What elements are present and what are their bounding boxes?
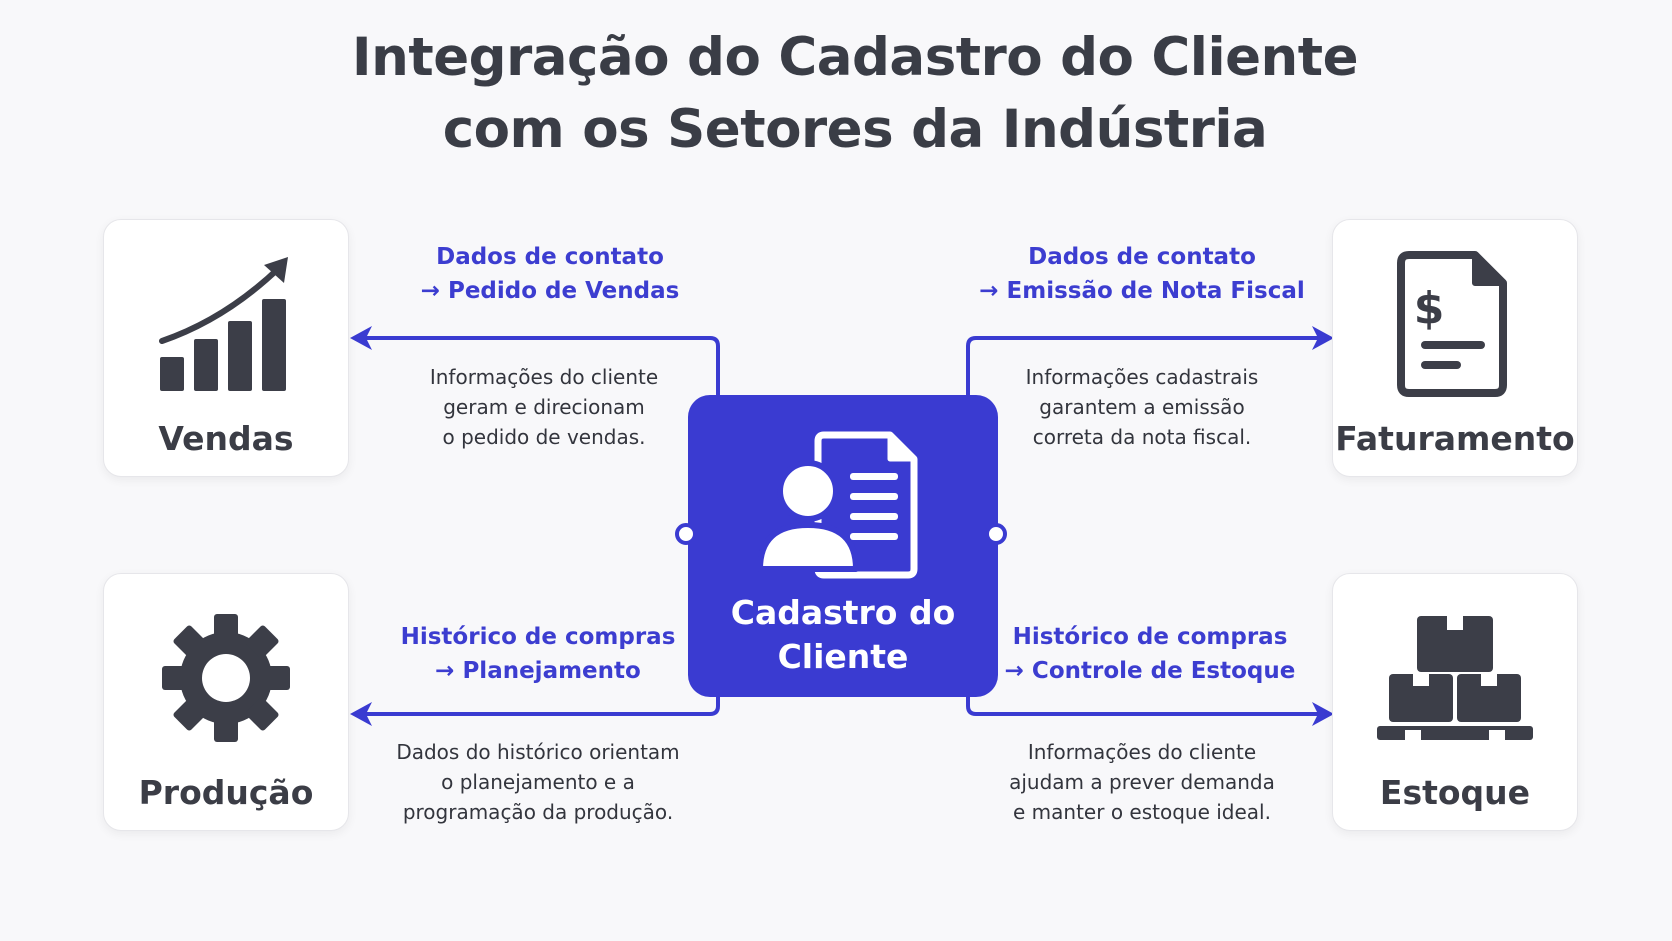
- page-title-line-2: com os Setores da Indústria: [442, 99, 1268, 160]
- flow-title-producao: Histórico de compras → Planejamento: [368, 620, 708, 688]
- arrow-to-estoque: [966, 695, 1324, 716]
- sector-label-producao: Produção: [138, 773, 314, 812]
- flow-desc-estoque: Informações do cliente ajudam a prever d…: [972, 737, 1312, 827]
- connector-dot-right: [985, 523, 1007, 545]
- flow-desc-faturamento-line-1: Informações cadastrais: [1025, 365, 1259, 389]
- flow-desc-vendas-line-1: Informações do cliente: [429, 365, 659, 389]
- arrowhead-producao: [350, 702, 372, 726]
- center-node-label: Cadastro do Cliente: [688, 591, 998, 679]
- flow-desc-producao-line-2: o planejamento e a: [441, 770, 635, 794]
- flow-desc-estoque-line-1: Informações do cliente: [1027, 740, 1257, 764]
- flow-title-faturamento: Dados de contato → Emissão de Nota Fisca…: [972, 240, 1312, 308]
- customer-document-icon: [757, 429, 928, 579]
- stacked-boxes-icon: [1333, 598, 1577, 758]
- center-node-cadastro: Cadastro do Cliente: [688, 395, 998, 697]
- flow-title-faturamento-line-2: → Emissão de Nota Fiscal: [979, 278, 1305, 304]
- invoice-dollar-icon: $: [1333, 244, 1577, 404]
- sector-card-faturamento: $ Faturamento: [1332, 219, 1578, 477]
- flow-title-vendas: Dados de contato → Pedido de Vendas: [380, 240, 720, 308]
- page-title: Integração do Cadastro do Cliente com os…: [0, 22, 1672, 166]
- arrow-to-producao: [360, 695, 720, 716]
- sector-card-producao: Produção: [103, 573, 349, 831]
- flow-title-vendas-line-1: Dados de contato: [436, 244, 664, 270]
- sector-label-estoque: Estoque: [1379, 773, 1531, 812]
- flow-title-vendas-line-2: → Pedido de Vendas: [420, 278, 680, 304]
- flow-title-estoque-line-1: Histórico de compras: [1012, 624, 1288, 650]
- sector-label-faturamento: Faturamento: [1335, 419, 1575, 458]
- flow-title-faturamento-line-1: Dados de contato: [1028, 244, 1256, 270]
- center-label-line-1: Cadastro do: [730, 593, 956, 632]
- flow-title-estoque: Histórico de compras → Controle de Estoq…: [980, 620, 1320, 688]
- flow-desc-faturamento: Informações cadastrais garantem a emissã…: [972, 362, 1312, 452]
- flow-desc-producao: Dados do histórico orientam o planejamen…: [368, 737, 708, 827]
- sector-label-vendas: Vendas: [158, 419, 294, 458]
- arrowhead-estoque: [1312, 702, 1334, 726]
- growth-bar-chart-icon: [104, 244, 348, 404]
- arrow-to-vendas: [360, 336, 720, 397]
- page-title-line-1: Integração do Cadastro do Cliente: [351, 27, 1359, 88]
- arrowhead-vendas: [350, 326, 372, 350]
- gear-icon: [104, 598, 348, 758]
- flow-desc-estoque-line-2: ajudam a prever demanda: [1009, 770, 1275, 794]
- flow-title-producao-line-1: Histórico de compras: [400, 624, 676, 650]
- flow-desc-vendas: Informações do cliente geram e direciona…: [374, 362, 714, 452]
- flow-title-producao-line-2: → Planejamento: [435, 658, 641, 684]
- center-label-line-2: Cliente: [777, 637, 909, 676]
- flow-desc-faturamento-line-2: garantem a emissão: [1039, 395, 1245, 419]
- flow-desc-producao-line-1: Dados do histórico orientam: [396, 740, 680, 764]
- sector-card-estoque: Estoque: [1332, 573, 1578, 831]
- flow-desc-producao-line-3: programação da produção.: [402, 800, 674, 824]
- flow-desc-vendas-line-3: o pedido de vendas.: [442, 425, 646, 449]
- flow-title-estoque-line-2: → Controle de Estoque: [1004, 658, 1296, 684]
- connector-dot-left: [675, 523, 697, 545]
- sector-card-vendas: Vendas: [103, 219, 349, 477]
- flow-desc-estoque-line-3: e manter o estoque ideal.: [1013, 800, 1271, 824]
- svg-text:$: $: [1414, 283, 1445, 334]
- arrowhead-faturamento: [1312, 326, 1334, 350]
- flow-desc-vendas-line-2: geram e direcionam: [443, 395, 645, 419]
- arrow-to-faturamento: [966, 336, 1324, 397]
- flow-desc-faturamento-line-3: correta da nota fiscal.: [1032, 425, 1252, 449]
